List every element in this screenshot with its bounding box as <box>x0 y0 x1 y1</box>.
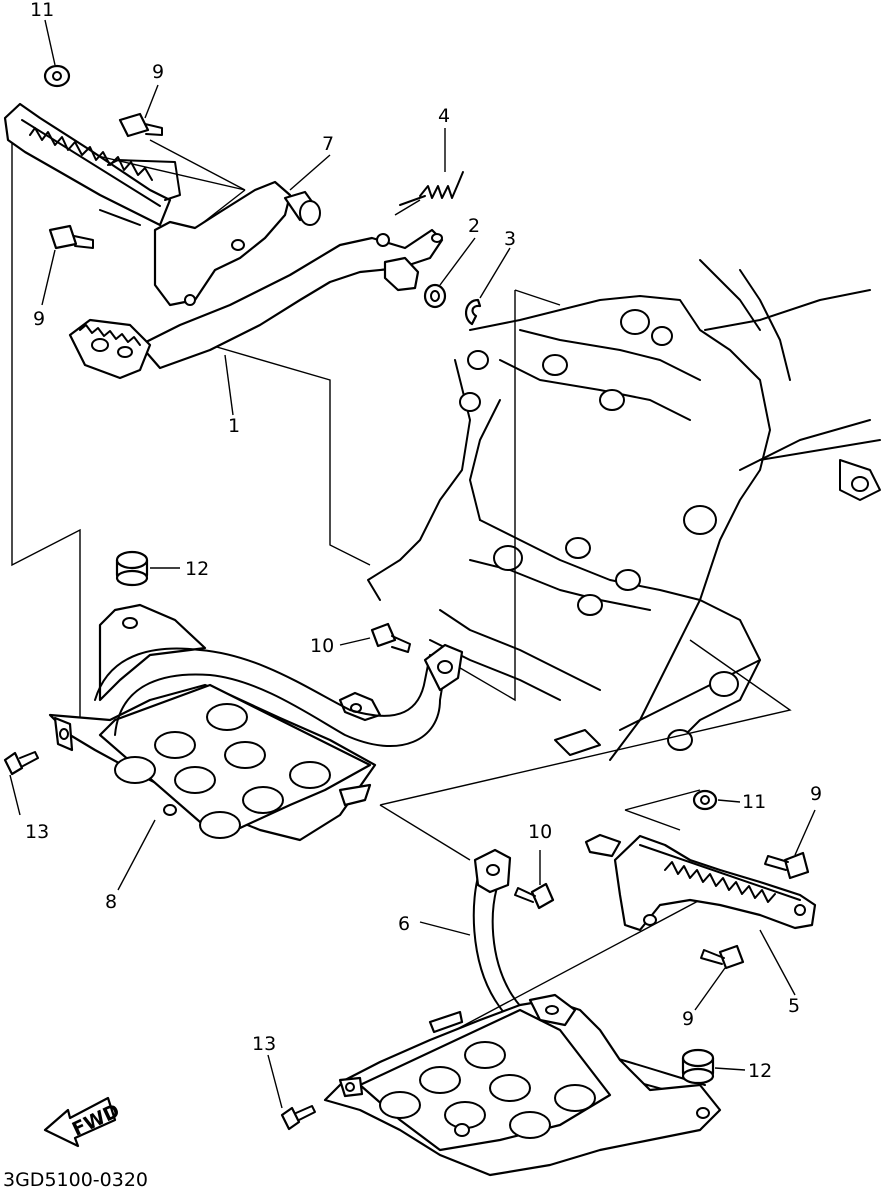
footrest-right <box>584 833 817 932</box>
diagram-code: 3GD5100-0320 <box>3 1169 148 1189</box>
callout-12-right: 12 <box>748 1060 772 1082</box>
nut-11-right <box>692 789 718 811</box>
footrest-bracket-left <box>153 180 321 307</box>
callout-9-right-lower: 9 <box>682 1008 694 1030</box>
callout-4: 4 <box>438 105 450 127</box>
callout-12-left: 12 <box>185 558 209 580</box>
callout-9-upper-left: 9 <box>152 61 164 83</box>
callout-9-mid-left: 9 <box>33 308 45 330</box>
callout-leader-lines <box>9 19 816 1109</box>
bolt-13-right <box>280 1105 316 1131</box>
nut-11-left <box>43 64 71 88</box>
callout-11-right: 11 <box>742 791 766 813</box>
bolt-10-right <box>514 882 555 910</box>
bolt-9-mid-left <box>48 224 94 250</box>
skid-plate-left <box>48 603 382 842</box>
callout-10-left: 10 <box>310 635 334 657</box>
guard-tube-left <box>94 643 464 748</box>
skid-plate-right <box>323 993 722 1177</box>
bolt-13-left <box>3 751 39 776</box>
brake-pedal <box>68 228 444 380</box>
callout-13-left: 13 <box>25 821 49 843</box>
callout-labels: 11 9 7 4 2 3 9 1 12 10 13 8 10 6 11 9 5 … <box>25 0 822 1082</box>
bolt-9-right-upper <box>764 851 810 880</box>
callout-9-right-upper: 9 <box>810 783 822 805</box>
bolt-10-left <box>370 622 411 653</box>
grommet-12-right <box>681 1048 715 1085</box>
bolt-9-right-lower <box>700 944 745 970</box>
return-spring <box>399 171 464 206</box>
callout-2: 2 <box>468 215 480 237</box>
callout-6: 6 <box>398 913 410 935</box>
callout-1: 1 <box>228 415 240 437</box>
forward-direction-arrow: FWD <box>43 1096 123 1148</box>
callout-13-right: 13 <box>252 1033 276 1055</box>
grommet-12-left <box>115 550 149 587</box>
callout-11-upper-left: 11 <box>30 0 54 21</box>
callout-5: 5 <box>788 995 800 1017</box>
circlip <box>464 298 482 326</box>
callout-7: 7 <box>322 133 334 155</box>
callout-3: 3 <box>504 228 516 250</box>
footrest-peg-left <box>3 102 181 227</box>
motorcycle-frame <box>367 259 881 761</box>
callout-10-right: 10 <box>528 821 552 843</box>
callout-8: 8 <box>105 891 117 913</box>
bolt-9-upper-left <box>118 112 163 138</box>
